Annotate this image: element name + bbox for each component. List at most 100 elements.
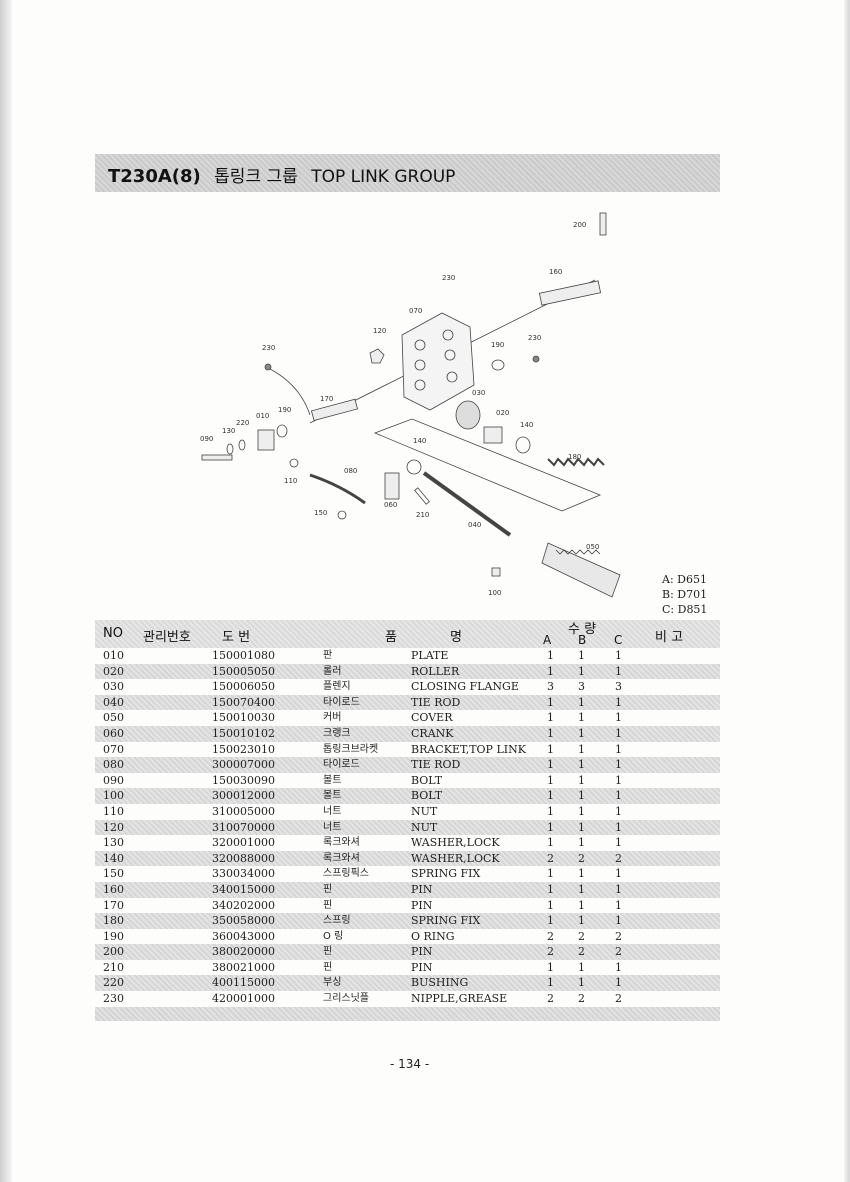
- name-ko: 핀: [323, 899, 333, 911]
- part-no: 180: [103, 914, 124, 928]
- qty-b: 2: [578, 945, 585, 959]
- part-no: 200: [103, 945, 124, 959]
- page-number: - 134 -: [390, 1057, 430, 1071]
- qty-a: 1: [547, 804, 554, 818]
- part-no: 120: [103, 820, 124, 834]
- scan-edge-left: [0, 0, 12, 1182]
- name-ko: 록크와셔: [323, 837, 360, 849]
- qty-a: 1: [547, 649, 554, 662]
- callout-210: 210: [416, 511, 429, 519]
- name-ko: 타이로드: [323, 759, 360, 771]
- qty-c: 1: [615, 820, 622, 834]
- drawing-no: 150010102: [212, 726, 275, 740]
- name-en: COVER: [411, 711, 453, 725]
- name-ko: 그리스닛플: [323, 993, 369, 1005]
- group-title-en: TOP LINK GROUP: [311, 167, 456, 187]
- name-en: TIE ROD: [411, 758, 461, 772]
- callout-120: 120: [373, 327, 386, 335]
- qty-b: 1: [578, 695, 585, 709]
- name-ko: 롤러: [323, 665, 342, 677]
- col-name-1: 품: [385, 630, 397, 645]
- drawing-no: 330034000: [212, 867, 275, 881]
- qty-b: 2: [578, 992, 585, 1006]
- col-qty-b: B: [578, 633, 587, 647]
- name-ko: 핀: [323, 883, 333, 895]
- qty-b: 3: [578, 680, 585, 694]
- name-en: TIE ROD: [411, 695, 461, 709]
- name-ko: 볼트: [323, 774, 342, 786]
- qty-c: 1: [615, 773, 622, 787]
- part-no: 100: [103, 789, 124, 803]
- drawing-no: 340015000: [212, 882, 275, 896]
- part-no: 080: [103, 758, 124, 772]
- qty-c: 1: [615, 804, 622, 818]
- qty-c: 2: [615, 992, 622, 1006]
- part-no: 140: [103, 851, 124, 865]
- name-en: WASHER,LOCK: [411, 836, 500, 850]
- name-ko: 타이로드: [323, 696, 360, 708]
- callout-110: 110: [284, 477, 297, 485]
- qty-c: 3: [615, 680, 622, 694]
- drawing-no: 340202000: [212, 898, 275, 912]
- name-ko: 스프링: [323, 915, 351, 927]
- group-code: T230A(8): [108, 166, 201, 187]
- qty-b: 1: [578, 867, 585, 881]
- qty-b: 2: [578, 929, 585, 943]
- name-ko: O 링: [323, 930, 344, 942]
- name-ko: 플렌지: [323, 681, 351, 693]
- col-no: NO: [103, 626, 123, 641]
- part-no: 060: [103, 726, 124, 740]
- qty-c: 1: [615, 742, 622, 756]
- callout-220: 220: [236, 419, 249, 427]
- exploded-parts-diagram: 200 230 160 070 120 230 190 230 190 170 …: [200, 212, 621, 598]
- qty-c: 1: [615, 726, 622, 740]
- drawing-no: 300007000: [212, 758, 275, 772]
- callout-170: 170: [320, 395, 333, 403]
- name-ko: 핀: [323, 946, 333, 958]
- qty-a: 1: [547, 898, 554, 912]
- name-en: BOLT: [411, 773, 443, 787]
- qty-a: 1: [547, 820, 554, 834]
- callout-140: 140: [520, 421, 533, 429]
- qty-a: 2: [547, 992, 554, 1006]
- name-en: CLOSING FLANGE: [411, 680, 519, 694]
- name-en: O RING: [411, 929, 455, 943]
- drawing-no: 380020000: [212, 945, 275, 959]
- qty-b: 1: [578, 742, 585, 756]
- qty-a: 1: [547, 976, 554, 990]
- callout-150: 150: [314, 509, 327, 517]
- name-en: BOLT: [411, 789, 443, 803]
- drawing-no: 360043000: [212, 929, 275, 943]
- name-ko: 핀: [323, 961, 333, 973]
- name-en: NIPPLE,GREASE: [411, 992, 508, 1006]
- drawing-no: 310070000: [212, 820, 275, 834]
- qty-a: 1: [547, 726, 554, 740]
- drawing-no: 420001000: [212, 992, 275, 1006]
- drawing-no: 380021000: [212, 960, 275, 974]
- qty-b: 1: [578, 898, 585, 912]
- callout-230: 230: [528, 334, 541, 342]
- col-qty-c: C: [614, 633, 623, 647]
- name-en: NUT: [411, 804, 438, 818]
- name-en: WASHER,LOCK: [411, 851, 500, 865]
- name-ko: 크랭크: [323, 727, 351, 739]
- part-no: 010: [103, 649, 124, 662]
- qty-a: 1: [547, 695, 554, 709]
- name-ko: 커버: [323, 712, 342, 724]
- name-en: BRACKET,TOP LINK: [411, 742, 526, 756]
- qty-c: 1: [615, 711, 622, 725]
- name-ko: 록크와셔: [323, 852, 360, 864]
- variant-c: C: D851: [662, 603, 708, 616]
- drawing-no: 400115000: [212, 976, 275, 990]
- drawing-no: 150070400: [212, 695, 275, 709]
- name-en: SPRING FIX: [411, 867, 481, 881]
- part-no: 040: [103, 695, 124, 709]
